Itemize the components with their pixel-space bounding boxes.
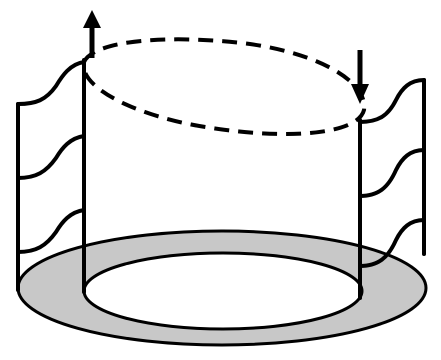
right-wave-middle bbox=[358, 148, 426, 198]
right-wave-top bbox=[358, 78, 426, 124]
up-arrow-icon bbox=[83, 10, 101, 58]
up-arrow-head bbox=[83, 10, 101, 28]
base-ring bbox=[16, 229, 428, 347]
down-arrow-head bbox=[351, 84, 369, 104]
base-ring-shape bbox=[16, 229, 428, 347]
down-arrow-icon bbox=[351, 50, 369, 104]
left-wave-top bbox=[16, 60, 86, 106]
left-wave-bottom bbox=[16, 208, 86, 254]
right-wave-bottom bbox=[358, 218, 426, 268]
top-dashed-ellipse bbox=[81, 37, 367, 136]
left-wave-middle bbox=[16, 134, 86, 180]
left-wave-strip bbox=[16, 60, 86, 292]
right-wave-strip bbox=[358, 78, 426, 268]
